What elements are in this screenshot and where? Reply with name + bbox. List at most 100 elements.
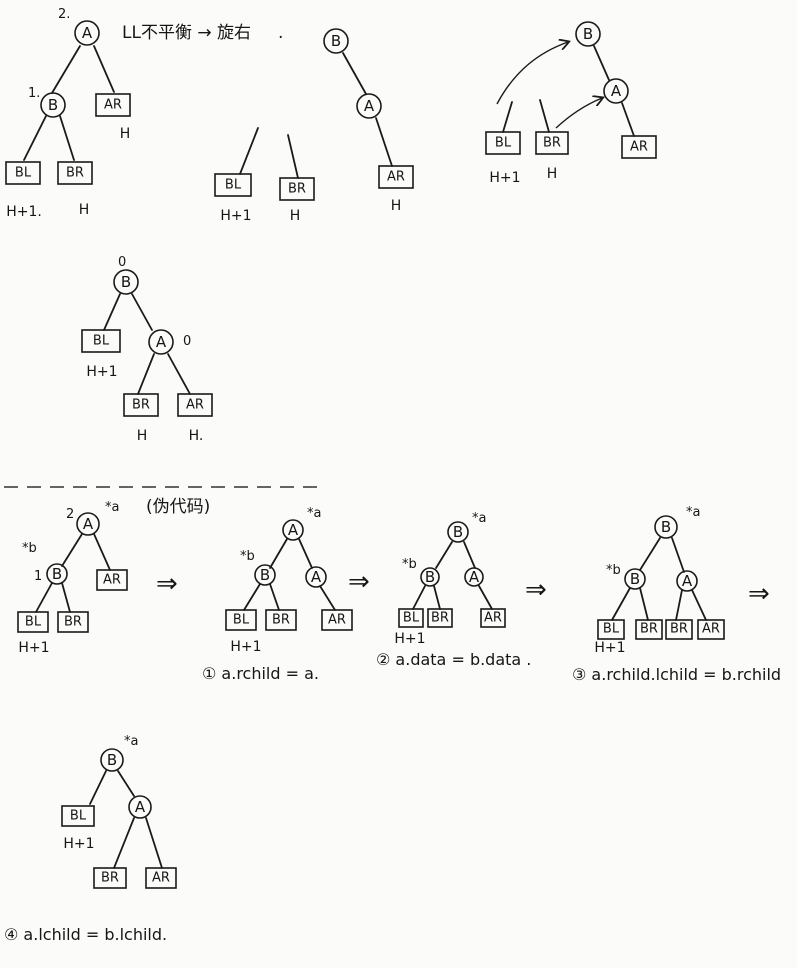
height-br: H xyxy=(547,166,558,182)
subtree-bl-label: BL xyxy=(15,166,32,181)
pointer-a: *a xyxy=(472,511,486,526)
node-a-label: A xyxy=(364,97,375,115)
height-br: H xyxy=(137,428,148,444)
subtree-bl-label: BL xyxy=(495,136,512,151)
subtree-ar-label: AR xyxy=(702,622,720,637)
subtree-bl-label: BL xyxy=(233,613,250,628)
step4-tree: *a B BL H+1 A BR AR xyxy=(61,734,177,889)
node-a xyxy=(282,519,304,541)
transition-arrow-3: ⇒ xyxy=(525,575,547,605)
node-b xyxy=(654,515,678,539)
subtree-bl xyxy=(225,609,257,631)
transition-arrow-2: ⇒ xyxy=(348,567,370,597)
subtree-br-label: BR xyxy=(543,136,561,151)
subtree-ar-label: AR xyxy=(186,398,204,413)
subtree-ar xyxy=(480,608,506,628)
subtree-br xyxy=(535,131,569,155)
tree-detached: B A AR H BL BR H+1 H xyxy=(214,28,414,224)
subtree-ar-label: AR xyxy=(103,573,121,588)
node-a xyxy=(148,329,174,355)
node-a-label: A xyxy=(288,521,299,539)
subtree-br-label: BR xyxy=(431,611,449,626)
node-b-label: B xyxy=(331,32,341,50)
bf-label-a: 2. xyxy=(58,7,70,22)
subtree-ar-label: AR xyxy=(630,140,648,155)
height-bl: H+1 xyxy=(18,640,49,656)
transition-arrow-4: ⇒ xyxy=(748,579,770,609)
node-a xyxy=(356,93,382,119)
node-b-label: B xyxy=(52,565,62,583)
node-b-label: B xyxy=(661,518,671,536)
node-b-copy xyxy=(420,567,440,587)
subtree-br-label: BR xyxy=(272,613,290,628)
subtree-br-label: BR xyxy=(66,166,84,181)
subtree-ar-label: AR xyxy=(328,613,346,628)
node-b xyxy=(323,28,349,54)
subtree-ar-label: AR xyxy=(104,98,122,113)
height-br: H xyxy=(290,208,301,224)
node-b-copy xyxy=(624,568,646,590)
step-4-text: ④ a.lchild = b.lchild. xyxy=(4,925,167,944)
node-b-label: B xyxy=(48,96,58,114)
subtree-ar-label: AR xyxy=(152,871,170,886)
subtree-br-label: BR xyxy=(64,615,82,630)
subtree-ar xyxy=(145,867,177,889)
subtree-bl-label: BL xyxy=(225,178,242,193)
height-bl: H+1 xyxy=(220,208,251,224)
heading-period: . xyxy=(278,23,283,43)
node-a-label: A xyxy=(682,572,693,590)
subtree-br xyxy=(427,608,453,628)
subtree-br-label: BR xyxy=(640,622,658,637)
subtree-br-label: BR xyxy=(132,398,150,413)
subtree-bl xyxy=(398,608,424,628)
step2-tree: *a *b B B A BL BR AR H+1 xyxy=(394,511,506,647)
node-b xyxy=(254,564,276,586)
subtree-br xyxy=(635,619,663,640)
node-a-copy-label: A xyxy=(311,568,322,586)
subtree-br xyxy=(93,867,127,889)
heading-text: LL不平衡 → 旋右 xyxy=(122,23,251,43)
subtree-ar-label: AR xyxy=(387,170,405,185)
subtree-ar xyxy=(177,393,213,417)
node-a-label: A xyxy=(611,82,622,100)
pointer-a: *a xyxy=(686,505,700,520)
node-b xyxy=(40,92,66,118)
subtree-bl xyxy=(214,173,252,197)
height-bl: H+1 xyxy=(86,364,117,380)
subtree-br-copy-label: BR xyxy=(670,622,688,637)
subtree-ar xyxy=(697,619,725,640)
node-a-label: A xyxy=(135,798,146,816)
subtree-br xyxy=(123,393,159,417)
pointer-b: *b xyxy=(22,541,37,556)
subtree-bl xyxy=(81,329,121,353)
subtree-ar xyxy=(96,569,128,591)
node-a-copy xyxy=(305,566,327,588)
subtree-bl-label: BL xyxy=(403,611,420,626)
subtree-br xyxy=(279,177,315,201)
pointer-b: *b xyxy=(402,557,417,572)
subtree-ar xyxy=(95,93,131,117)
subtree-bl xyxy=(5,161,41,185)
bf-label-a: 0 xyxy=(183,334,191,349)
subtree-br xyxy=(57,611,89,633)
step-2-text: ② a.data = b.data . xyxy=(376,650,531,669)
subtree-bl-label: BL xyxy=(70,809,87,824)
subtree-br xyxy=(265,609,297,631)
bf-label-a: 2 xyxy=(66,507,74,522)
height-ar: H. xyxy=(189,428,204,444)
pointer-a: *a xyxy=(124,734,138,749)
subtree-ar-label: AR xyxy=(484,611,502,626)
step3-tree: *a *b B B A BL BR BR AR H+1 xyxy=(594,505,725,656)
node-b xyxy=(113,269,139,295)
node-a xyxy=(128,795,152,819)
subtree-bl-label: BL xyxy=(603,622,620,637)
node-b-label: B xyxy=(107,751,117,769)
node-a xyxy=(74,20,100,46)
height-bl: H+1 xyxy=(394,631,425,647)
height-br: H xyxy=(79,202,90,218)
node-a xyxy=(464,567,484,587)
node-a-label: A xyxy=(83,515,94,533)
node-b xyxy=(100,748,124,772)
subtree-bl xyxy=(597,619,625,640)
